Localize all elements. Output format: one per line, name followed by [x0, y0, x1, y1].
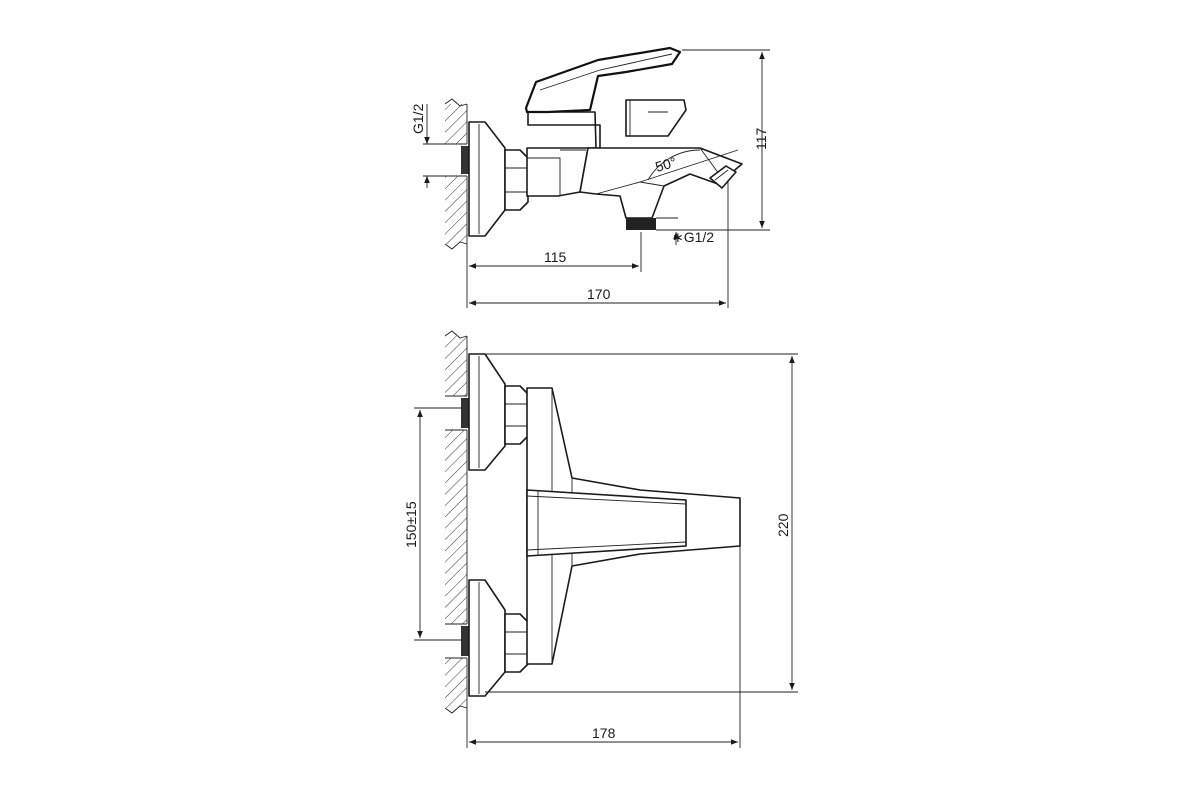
side-angle-label: 50°	[653, 154, 678, 175]
top-depth-dimension: 178	[466, 546, 741, 748]
side-view: G1/2 50°	[410, 46, 770, 308]
side-depth-outlet-label: 115	[544, 249, 567, 265]
side-nut	[504, 149, 529, 211]
side-body	[526, 111, 601, 197]
side-wall	[444, 98, 469, 250]
side-inlet-dimension: G1/2	[410, 103, 460, 188]
side-depth-outlet-dimension: 115	[466, 232, 642, 308]
side-escutcheon	[468, 121, 506, 237]
top-spout	[526, 489, 687, 557]
top-wall	[444, 330, 469, 714]
side-outlet-thread-label: ∗G1/2	[672, 229, 714, 245]
top-depth-label: 178	[592, 725, 616, 741]
side-cartridge	[625, 99, 687, 137]
side-outlet-dimension: ∗G1/2	[656, 217, 714, 245]
side-inlet-thread-label: G1/2	[410, 103, 426, 134]
top-width-dimension: 220	[485, 353, 798, 693]
top-lower-escutcheon	[468, 579, 506, 697]
top-upper-nut	[504, 385, 529, 445]
side-outlet-thread	[626, 218, 656, 230]
top-view: 150±15 220 178	[403, 330, 798, 748]
side-depth-total-label: 170	[587, 286, 611, 302]
side-height-label: 117	[753, 127, 769, 150]
top-width-label: 220	[775, 513, 791, 537]
top-centre-distance-label: 150±15	[403, 501, 419, 548]
top-centre-distance-dimension: 150±15	[403, 407, 462, 641]
side-spout	[579, 147, 743, 219]
side-lever	[524, 46, 682, 114]
top-upper-escutcheon	[468, 353, 506, 471]
top-lower-nut	[504, 613, 529, 673]
side-diverter	[709, 165, 737, 189]
side-angle-dimension: 50°	[639, 149, 739, 183]
side-height-dimension: 117	[656, 49, 770, 231]
side-depth-total-dimension: 170	[469, 180, 729, 308]
